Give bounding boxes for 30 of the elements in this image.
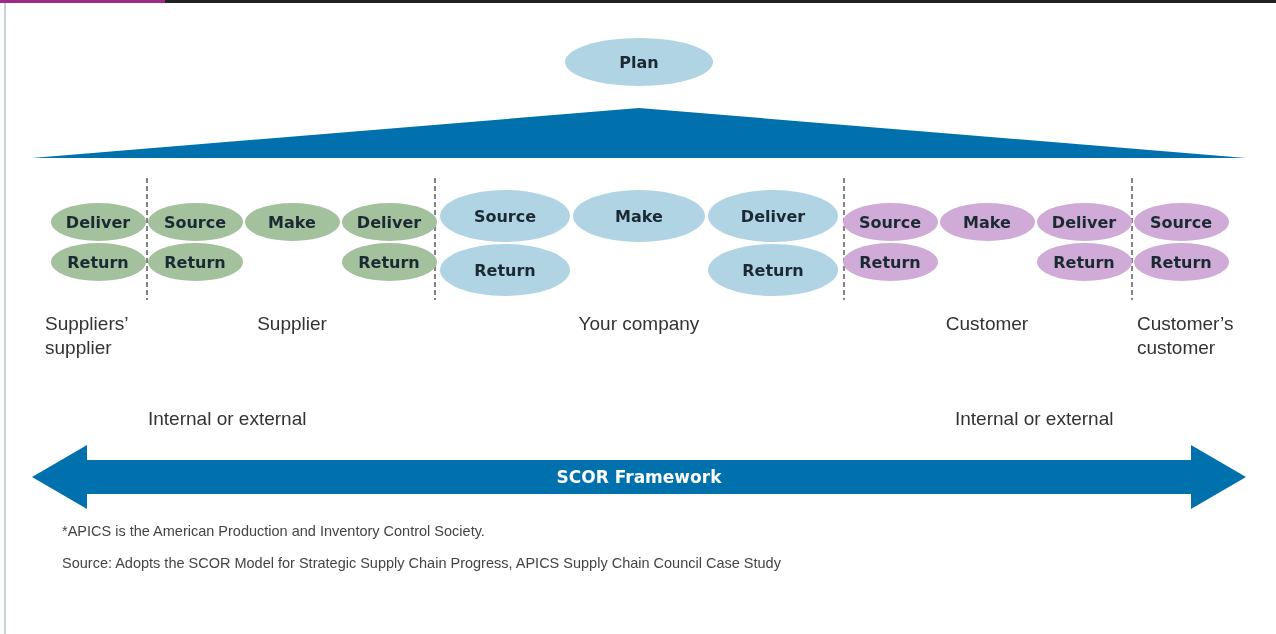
process-ellipse: Return [440,244,570,296]
group-label: Supplier [256,312,328,336]
process-ellipse: Return [1133,243,1229,281]
process-ellipse: Source [440,190,570,242]
process-ellipse: Source [147,203,243,241]
source-note: Source: Adopts the SCOR Model for Strategic Supply Chain Progress, APICS Supply Chain Council Case Study [62,554,782,573]
process-ellipse: Deliver [1036,203,1132,241]
process-ellipse: Source [1133,203,1229,241]
process-ellipse: Return [50,243,146,281]
group-label: Your company [577,312,701,336]
arrow-label: SCOR Framework [556,466,722,488]
process-ellipse: Return [1036,243,1132,281]
process-ellipse: Make [244,203,340,241]
group-label: Suppliers’ supplier [45,312,129,360]
process-ellipse: Return [341,243,437,281]
process-ellipse: Deliver [341,203,437,241]
group-label: Customer’s customer [1137,312,1235,360]
footnote: *APICS is the American Production and Inventory Control Society. [62,522,486,541]
process-ellipse: Source [842,203,938,241]
process-ellipse: Make [573,190,705,242]
process-ellipse: Deliver [708,190,838,242]
process-ellipse: Return [708,244,838,296]
scope-label: Internal or external [148,407,308,431]
group-label: Customer [944,312,1030,336]
process-ellipse: Deliver [50,203,146,241]
process-ellipse: Return [842,243,938,281]
process-ellipse: Return [147,243,243,281]
process-ellipse: Make [939,203,1035,241]
scope-label: Internal or external [955,407,1115,431]
plan-ellipse: Plan [565,38,713,86]
